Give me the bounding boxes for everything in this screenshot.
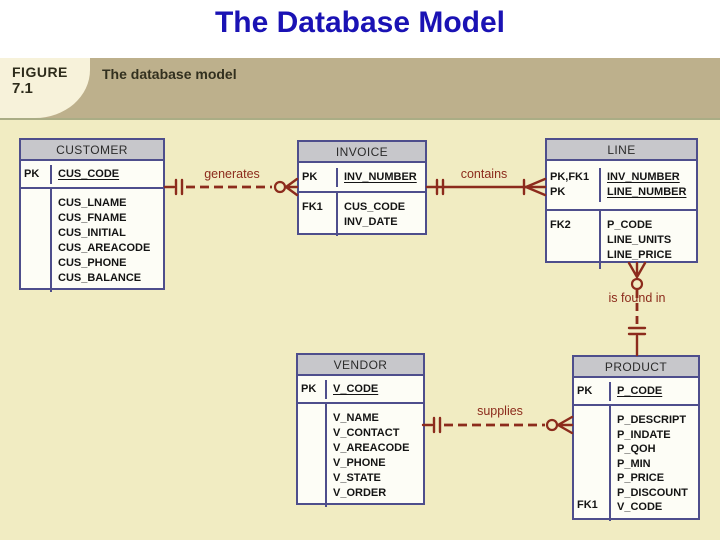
entity-invoice: INVOICE PK INV_NUMBER FK1 CUS_CODE INV_D… (297, 140, 427, 236)
key-label: PK (550, 186, 566, 198)
attribute: INV_NUMBER (607, 171, 680, 183)
key-cell: FK1 (299, 193, 338, 236)
figure-label: FIGURE (12, 64, 68, 80)
attr-cell: V_NAME V_CONTACT V_AREACODE V_PHONE V_ST… (327, 404, 423, 507)
entity-title-customer: CUSTOMER (21, 140, 163, 161)
key-cell: PK,FK1 PK (547, 168, 601, 202)
attribute: CUS_LNAME (58, 197, 127, 209)
attr-row: FK2 P_CODE LINE_UNITS LINE_PRICE (547, 211, 696, 269)
attr-cell: INV_NUMBER LINE_NUMBER (601, 168, 696, 202)
attr-row: FK1 P_DESCRIPT P_INDATE P_QOH P_MIN P_PR… (574, 406, 698, 521)
attribute: CUS_FNAME (58, 212, 127, 224)
figure-caption-bar: The database model FIGURE 7.1 (0, 58, 720, 118)
entity-title-vendor: VENDOR (298, 355, 423, 376)
attribute: LINE_PRICE (607, 249, 672, 261)
figure-caption: The database model (102, 66, 237, 82)
key-label: FK1 (302, 201, 323, 213)
attribute: P_INDATE (617, 428, 671, 441)
key-cell: FK1 (574, 406, 611, 521)
attr-cell: CUS_CODE (52, 165, 163, 184)
attr-cell: P_CODE (611, 382, 698, 401)
pk-row: PK CUS_CODE (21, 161, 163, 189)
pk-row: PK V_CODE (298, 376, 423, 404)
attribute: V_PHONE (333, 457, 386, 469)
entity-line: LINE PK,FK1 PK INV_NUMBER LINE_NUMBER FK… (545, 138, 698, 269)
attribute: CUS_INITIAL (58, 227, 126, 239)
attribute: P_MIN (617, 457, 651, 470)
attribute: INV_NUMBER (344, 170, 417, 183)
attribute: INV_DATE (344, 216, 398, 228)
attribute: LINE_UNITS (607, 234, 672, 246)
attr-row: CUS_LNAME CUS_FNAME CUS_INITIAL CUS_AREA… (21, 189, 163, 292)
attr-cell: P_DESCRIPT P_INDATE P_QOH P_MIN P_PRICE … (611, 406, 698, 521)
attribute: CUS_CODE (58, 167, 120, 180)
figure-number-tab: FIGURE 7.1 (0, 58, 90, 118)
key-cell: FK2 (547, 211, 601, 269)
pk-row: PK P_CODE (574, 378, 698, 406)
pk-row: PK INV_NUMBER (299, 163, 425, 193)
key-cell: PK (299, 167, 338, 187)
entity-customer: CUSTOMER PK CUS_CODE CUS_LNAME CUS_FNAME… (19, 138, 165, 292)
attr-cell: CUS_CODE INV_DATE (338, 193, 425, 236)
attr-row: V_NAME V_CONTACT V_AREACODE V_PHONE V_ST… (298, 404, 423, 507)
attribute: P_PRICE (617, 472, 665, 484)
entity-product: PRODUCT PK P_CODE FK1 P_DESCRIPT P_INDAT… (572, 355, 700, 521)
attribute: P_CODE (607, 219, 653, 231)
attribute: CUS_PHONE (58, 257, 127, 269)
key-label: PK,FK1 (550, 171, 590, 183)
relationship-label-supplies: supplies (477, 404, 523, 418)
figure-number: 7.1 (12, 80, 33, 97)
key-label: PK (302, 170, 318, 183)
attribute: CUS_BALANCE (58, 272, 142, 284)
entity-title-product: PRODUCT (574, 357, 698, 378)
key-label: FK1 (577, 498, 598, 511)
attribute: V_CONTACT (333, 427, 400, 439)
attribute: V_NAME (333, 412, 379, 424)
attr-cell: V_CODE (327, 380, 423, 399)
attribute: P_QOH (617, 443, 656, 455)
key-cell (21, 189, 52, 292)
key-label: PK (24, 167, 40, 180)
entity-vendor: VENDOR PK V_CODE V_NAME V_CONTACT V_AREA… (296, 353, 425, 507)
key-cell: PK (574, 381, 611, 401)
relationship-label-generates: generates (204, 167, 260, 181)
relationship-label-is-found-in: is found in (608, 291, 666, 305)
entity-title-invoice: INVOICE (299, 142, 425, 163)
attribute: V_CODE (333, 382, 379, 395)
attribute: P_DISCOUNT (617, 486, 688, 499)
entity-title-line: LINE (547, 140, 696, 161)
attribute: V_AREACODE (333, 442, 410, 454)
key-cell: PK (21, 164, 52, 184)
key-label: FK2 (550, 219, 571, 231)
key-label: PK (577, 384, 593, 397)
key-cell: PK (298, 379, 327, 399)
key-label: PK (301, 382, 317, 395)
pk-row: PK,FK1 PK INV_NUMBER LINE_NUMBER (547, 161, 696, 211)
attribute: V_STATE (333, 472, 381, 484)
attribute: V_ORDER (333, 487, 387, 499)
attribute: CUS_AREACODE (58, 242, 151, 254)
attribute: P_CODE (617, 384, 663, 397)
attribute: CUS_CODE (344, 201, 406, 213)
page-title: The Database Model (214, 6, 506, 39)
attribute: LINE_NUMBER (607, 186, 687, 198)
attr-cell: INV_NUMBER (338, 168, 425, 187)
attr-row: FK1 CUS_CODE INV_DATE (299, 193, 425, 236)
relationship-label-contains: contains (460, 167, 508, 181)
attribute: P_DESCRIPT (617, 414, 687, 426)
attribute: V_CODE (617, 501, 663, 513)
key-cell (298, 404, 327, 507)
attr-cell: CUS_LNAME CUS_FNAME CUS_INITIAL CUS_AREA… (52, 189, 163, 292)
attr-cell: P_CODE LINE_UNITS LINE_PRICE (601, 211, 696, 269)
